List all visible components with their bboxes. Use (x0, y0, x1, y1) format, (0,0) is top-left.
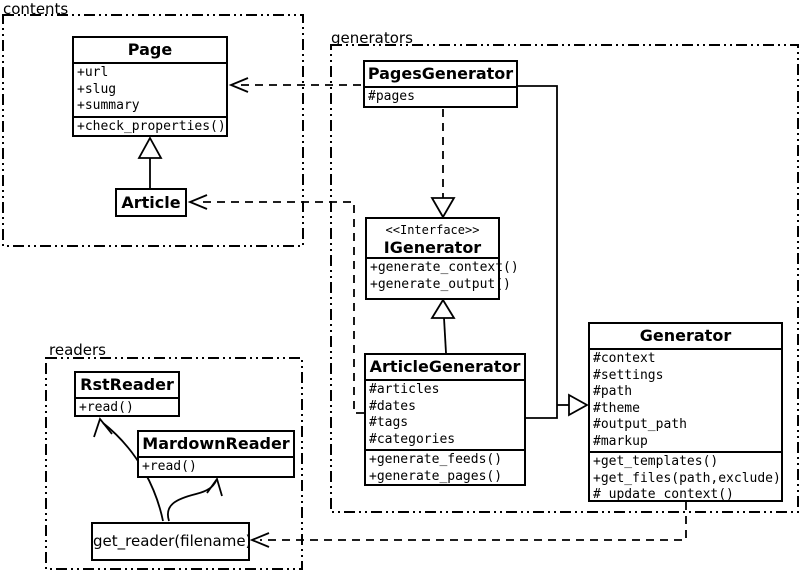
class-mardownreader: MardownReader +read() (137, 430, 295, 478)
edge-generators-extend-generator (518, 85, 589, 419)
node-get-reader: get_reader(filename) (91, 522, 251, 561)
package-generators-border (330, 44, 799, 513)
edge-pagesgenerator-uses-page (228, 77, 363, 93)
class-rstreader-name: RstReader (80, 375, 174, 394)
class-page: Page +url +slug +summary +check_properti… (72, 36, 228, 137)
class-articlegenerator-attributes: #articles #dates #tags #categories (366, 379, 524, 449)
package-label-contents: contents (3, 0, 69, 18)
class-pagesgenerator: PagesGenerator #pages (363, 60, 518, 108)
class-generator-methods: +get_templates() +get_files(path,exclude… (590, 451, 781, 505)
class-mardownreader-methods: +read() (139, 456, 293, 477)
edge-articlegenerator-uses-article (187, 194, 364, 414)
class-rstreader: RstReader +read() (74, 371, 180, 417)
class-generator-name: Generator (639, 326, 732, 345)
class-article: Article (115, 188, 187, 217)
package-label-generators: generators (331, 29, 413, 47)
edge-generator-uses-getreader (249, 502, 687, 548)
class-page-name: Page (127, 40, 173, 59)
class-pagesgenerator-name: PagesGenerator (367, 64, 514, 83)
package-readers-border (45, 357, 303, 570)
edge-articlegenerator-implements-igenerator (430, 298, 456, 354)
class-page-methods: +check_properties() (74, 115, 226, 137)
class-generator: Generator #context #settings #path #them… (588, 322, 783, 502)
package-label-readers: readers (49, 341, 106, 359)
interface-igenerator: <<Interface>> IGenerator +generate_conte… (365, 217, 519, 300)
class-articlegenerator-name: ArticleGenerator (369, 357, 521, 376)
interface-igenerator-name: IGenerator (383, 238, 482, 257)
class-page-attributes: +url +slug +summary (74, 62, 226, 116)
class-pagesgenerator-attributes: #pages (365, 86, 516, 107)
class-mardownreader-name: MardownReader (142, 434, 290, 453)
class-generator-attributes: #context #settings #path #theme #output_… (590, 348, 781, 451)
edge-pagesgenerator-implements-igenerator (430, 109, 456, 219)
edge-getreader-to-mardownreader (167, 476, 223, 522)
interface-igenerator-stereotype: <<Interface>> (385, 223, 480, 237)
class-articlegenerator-methods: +generate_feeds() +generate_pages() (366, 449, 524, 486)
class-articlegenerator: ArticleGenerator #articles #dates #tags … (364, 353, 526, 486)
edge-article-extends-page (137, 136, 163, 188)
interface-igenerator-methods: +generate_context() +generate_output() (367, 257, 519, 294)
package-contents-border (2, 14, 304, 247)
class-rstreader-methods: +read() (76, 397, 178, 418)
